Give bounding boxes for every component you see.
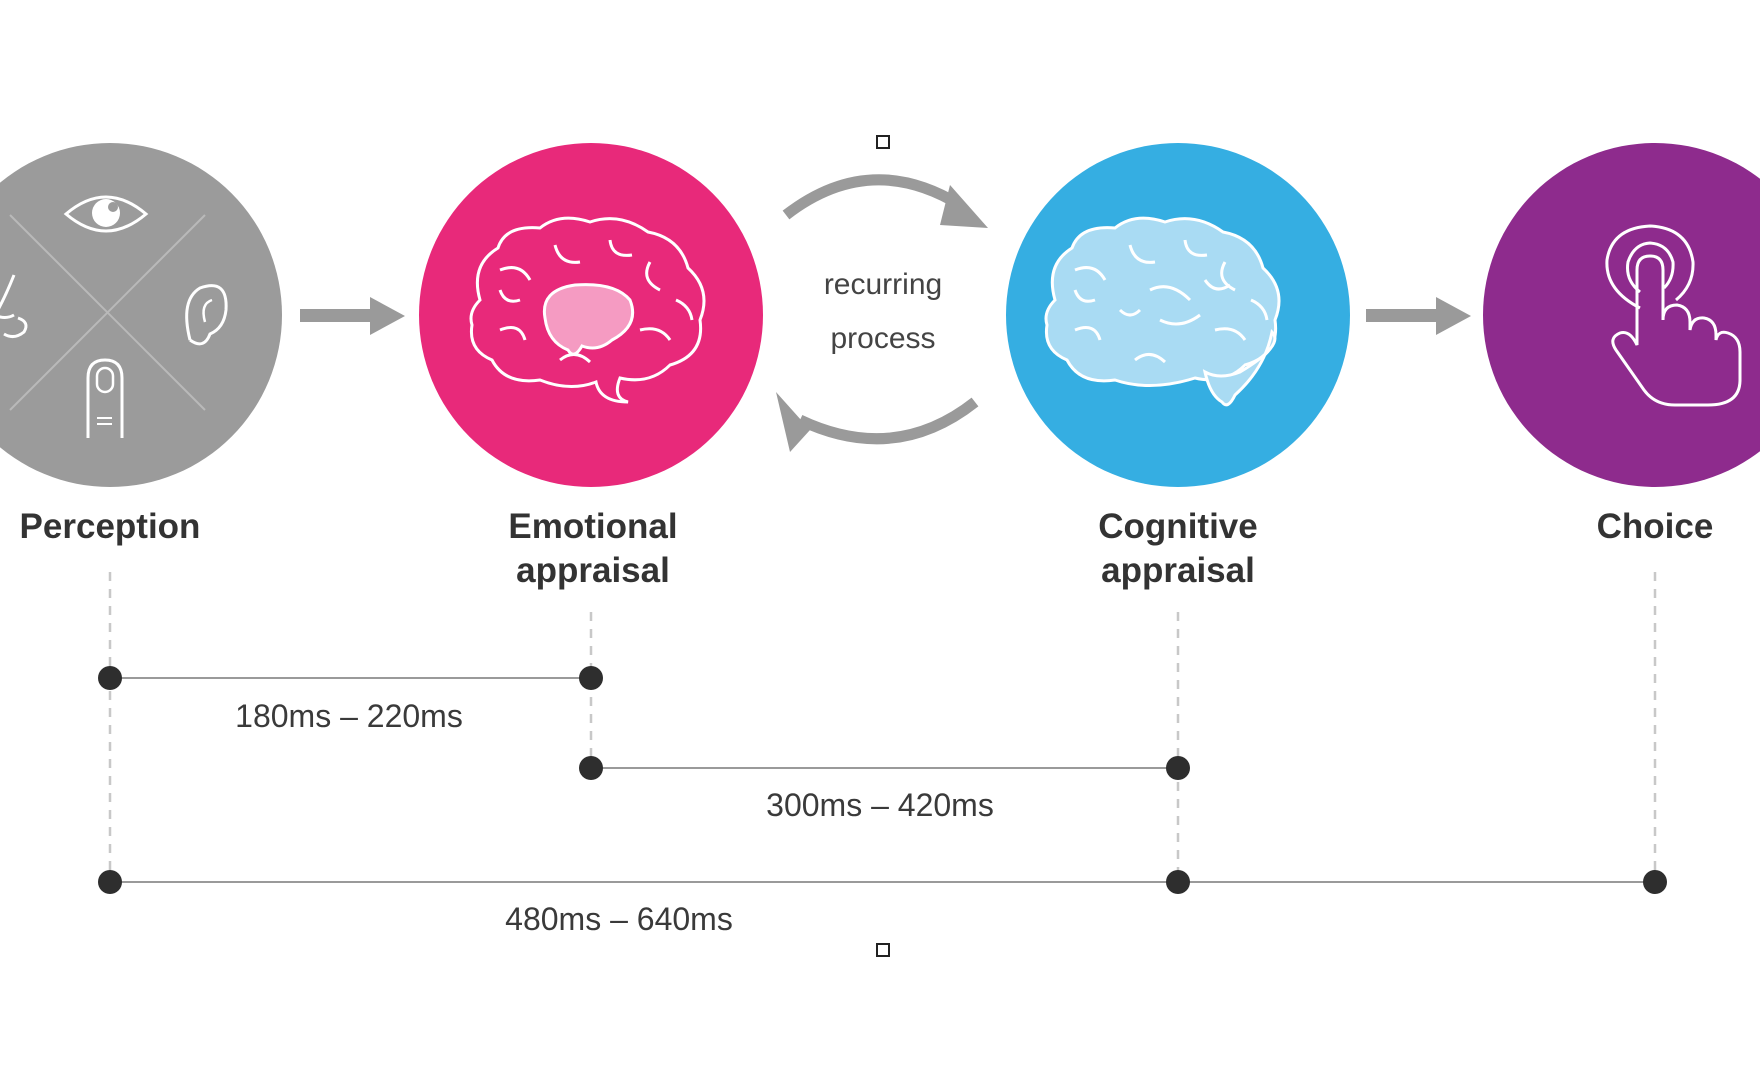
finger-tap-icon — [1605, 224, 1742, 407]
label-line: appraisal — [516, 551, 670, 590]
timing-dot — [1166, 756, 1190, 780]
timing-label: 480ms – 640ms — [505, 901, 733, 937]
timing-bar — [98, 666, 603, 690]
choice-node — [1483, 143, 1760, 487]
emotional-node — [419, 143, 763, 487]
timing-label: 300ms – 420ms — [766, 787, 994, 823]
arrow-right-icon — [1366, 297, 1471, 335]
emotional-appraisal-label: Emotional appraisal — [508, 505, 677, 593]
senses-icon — [0, 195, 228, 438]
label-line: Perception — [19, 507, 201, 546]
label-line: Choice — [1596, 507, 1714, 546]
cognitive-node — [1006, 143, 1350, 487]
timing-bar — [98, 870, 1667, 894]
timing-label: 180ms – 220ms — [235, 698, 463, 734]
brain-limbic-icon — [469, 216, 706, 404]
selection-handle-top[interactable] — [876, 135, 890, 149]
timing-bar — [579, 756, 1190, 780]
selection-handle-bottom[interactable] — [876, 943, 890, 957]
cycle-arrow-bottom-icon — [797, 397, 979, 445]
label-line: Cognitive — [1098, 507, 1258, 546]
cycle-line: recurring — [823, 268, 943, 301]
recurring-process-text: recurring process — [824, 258, 942, 366]
arrow-right-icon — [300, 297, 405, 335]
cycle-line: process — [830, 322, 936, 355]
timing-dot — [98, 666, 122, 690]
recurring-cycle — [776, 174, 988, 452]
timing-dot — [579, 666, 603, 690]
cycle-arrow-top-icon — [782, 174, 963, 220]
choice-label: Choice — [1597, 505, 1714, 549]
label-line: appraisal — [1101, 551, 1255, 590]
timeline-guides — [108, 572, 1657, 880]
timing-dot — [1643, 870, 1667, 894]
timing-dot — [579, 756, 603, 780]
perception-node — [0, 143, 282, 487]
label-line: Emotional — [508, 507, 678, 546]
brain-icon — [1044, 216, 1281, 407]
cognitive-appraisal-label: Cognitive appraisal — [1098, 505, 1257, 593]
perception-label: Perception — [20, 505, 201, 549]
timing-dot — [98, 870, 122, 894]
timing-dot — [1166, 870, 1190, 894]
